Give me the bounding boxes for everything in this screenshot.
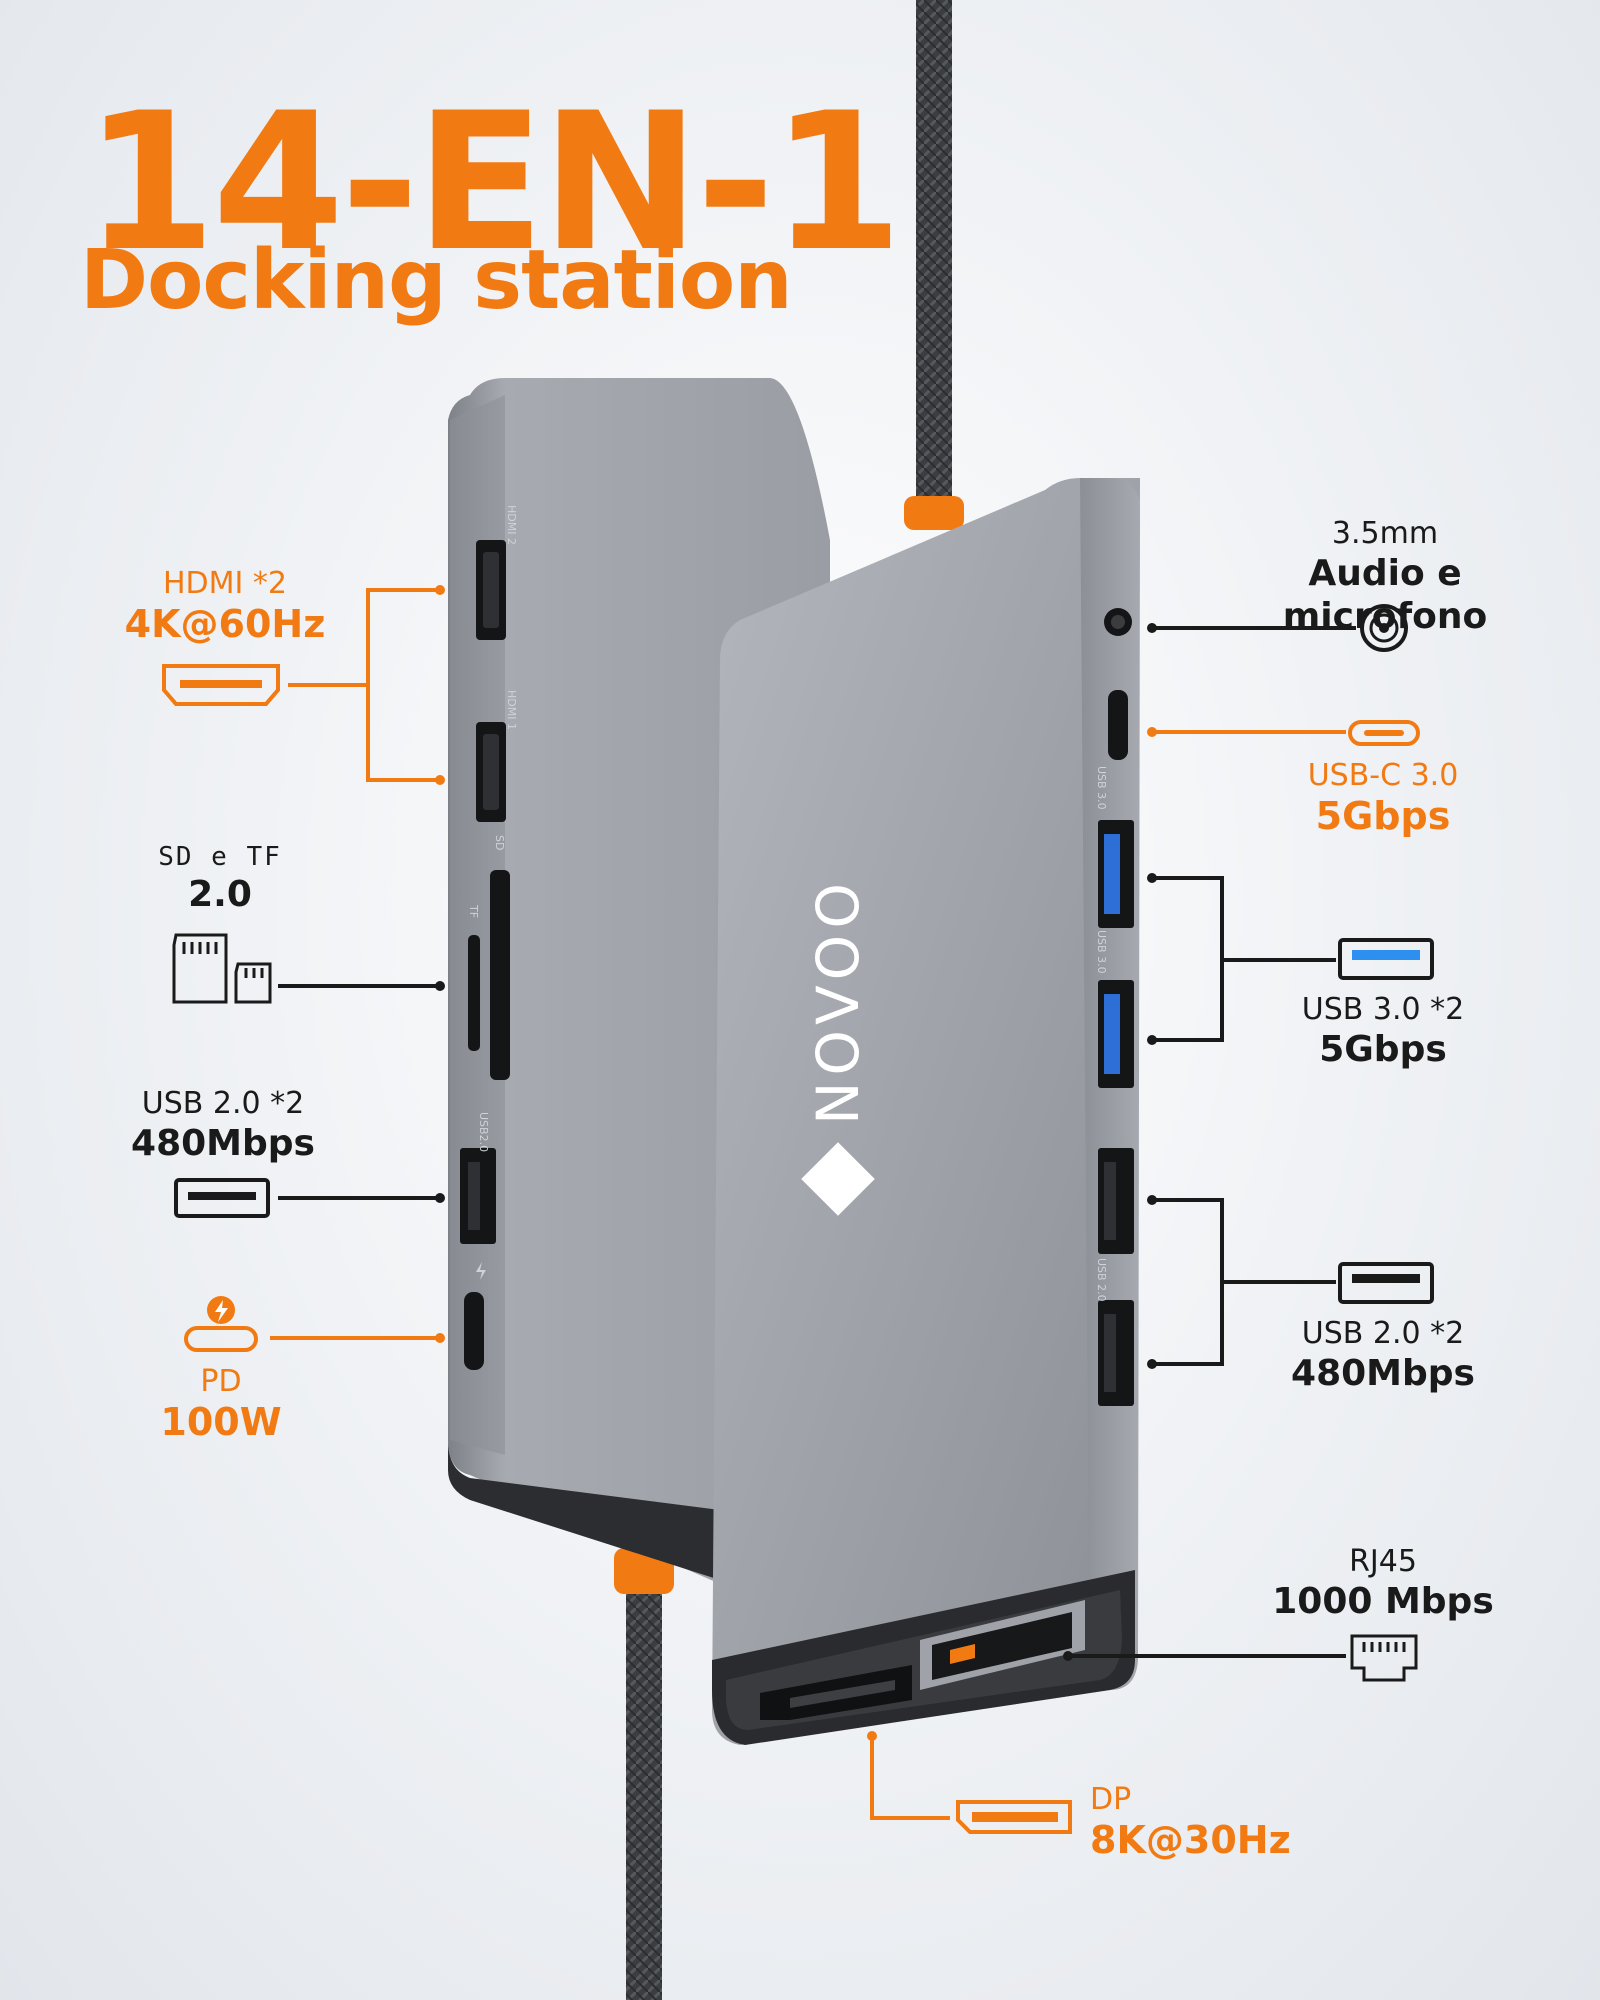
dp-label-line2: 8K@30Hz [1090,1818,1291,1862]
usb3-label: USB 3.0 *2 5Gbps [1270,992,1496,1071]
sd-slot [490,870,510,1080]
usbc-label-line2: 5Gbps [1315,794,1451,838]
usb-a-icon-right [1338,1262,1434,1304]
tf-side-label: TF [467,904,480,918]
pd-port [464,1292,484,1370]
usb30-side-label: USB 3.0 [1095,930,1108,974]
usb3-label-line1: USB 3.0 *2 [1301,992,1465,1027]
tf-slot [468,935,480,1051]
usb2-right-label-line1: USB 2.0 *2 [1301,1316,1465,1351]
usbc-right-port [1108,690,1128,760]
usb20r-side-label: USB 2.0 [1095,1258,1108,1302]
pd-label-line1: PD [200,1364,242,1399]
brand-mark: NOVOO [801,877,875,1216]
usbc-icon-right [1348,720,1420,746]
usbc-label: USB-C 3.0 5Gbps [1270,758,1496,840]
brand-name: NOVOO [804,877,872,1125]
dp-label: DP 8K@30Hz [1090,1782,1291,1864]
headline-title: 14-EN-1 [84,72,903,293]
rj45-port [920,1600,1085,1690]
usb3-label-line2: 5Gbps [1319,1029,1447,1070]
rj45-label: RJ45 1000 Mbps [1270,1544,1496,1623]
audio-jack-icon [1360,604,1408,652]
top-cable-collar [904,496,964,530]
pd-label: PD 100W [130,1364,312,1446]
dp-label-line1: DP [1090,1782,1132,1817]
tf-card-icon [234,962,272,1004]
callouts-right [870,626,1356,1820]
brand-logo-icon [801,1142,875,1216]
headline-subtitle: Docking station [80,233,793,328]
hdmi-label: HDMI *2 4K@60Hz [110,566,340,648]
bottom-cable [626,1570,662,2000]
usbc-label-line1: USB-C 3.0 [1307,758,1459,793]
usb2-left-label-line2: 480Mbps [131,1123,315,1164]
sd-card-icon [172,933,228,1004]
hdmi-icon [162,664,280,706]
sd-side-label: SD [493,835,506,850]
usb3-icon [1338,938,1434,980]
dp-port [760,1665,912,1720]
hdmi-label-line2: 4K@60Hz [124,602,326,646]
ethernet-icon [1350,1634,1418,1682]
usb2-left-label-line1: USB 2.0 *2 [141,1086,305,1121]
front-hub: USB 3.0 USB 3.0 USB 2.0 NOVOO [712,478,1140,1745]
usb20-side-label: USB2.0 [477,1112,490,1152]
hdmi2-side-label: HDMI 2 [505,505,518,545]
usb-a-icon-left [174,1178,270,1218]
card-reader-label: SD e TF 2.0 [120,842,320,916]
card-reader-label-line1: SD e TF [158,842,282,872]
audio-label: 3.5mm Audio e microfono [1210,516,1560,638]
usbc-side-label: USB 3.0 [1095,766,1108,810]
audio-label-line2: Audio e microfono [1282,553,1488,638]
hdmi1-side-label: HDMI 1 [505,690,518,730]
pd-label-line2: 100W [160,1400,282,1444]
rj45-label-line2: 1000 Mbps [1272,1581,1494,1622]
pd-bolt-icon [476,1262,486,1280]
usb2-right-label: USB 2.0 *2 480Mbps [1270,1316,1496,1395]
card-reader-label-line2: 2.0 [188,874,252,916]
displayport-icon [956,1800,1072,1834]
callouts-left [270,588,438,1340]
top-cable [916,0,952,520]
audio-label-line1: 3.5mm [1331,516,1439,551]
rj45-label-line1: RJ45 [1349,1544,1417,1579]
usb2-left-label: USB 2.0 *2 480Mbps [110,1086,336,1165]
pd-usbc-icon [184,1296,258,1352]
hdmi-label-line1: HDMI *2 [162,566,287,601]
usb2-right-label-line2: 480Mbps [1291,1353,1475,1394]
